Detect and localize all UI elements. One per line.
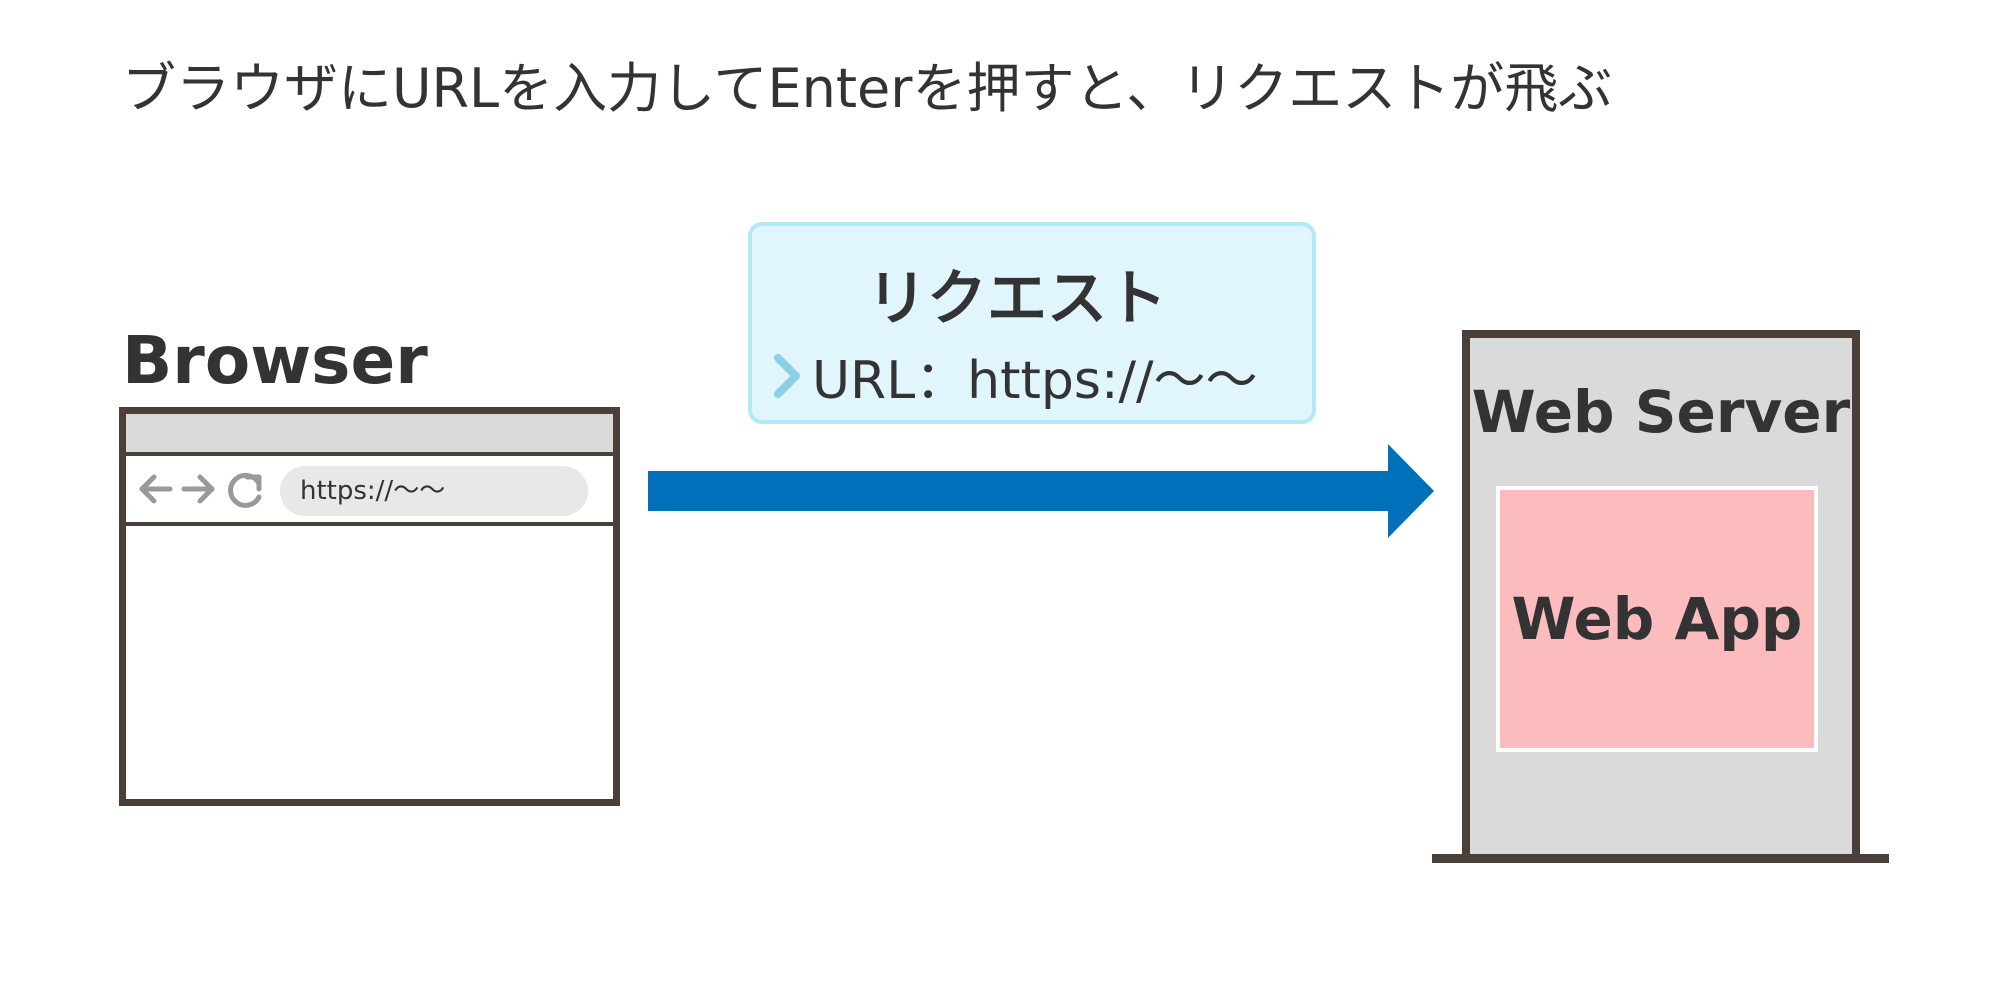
request-box: リクエスト URL：https://〜〜 <box>748 222 1316 424</box>
request-arrow <box>648 444 1434 538</box>
browser-window: https://〜〜 <box>119 407 620 806</box>
browser-nav-icons <box>139 472 262 508</box>
forward-arrow-icon <box>181 474 215 504</box>
address-bar[interactable]: https://〜〜 <box>280 466 588 516</box>
reload-icon <box>228 472 262 508</box>
web-app-box: Web App <box>1496 486 1818 752</box>
request-title: リクエスト <box>867 264 1167 334</box>
server-label: Web Server <box>1471 378 1851 446</box>
back-arrow-icon <box>139 474 173 504</box>
web-app-label: Web App <box>1511 585 1803 653</box>
web-server: Web Server Web App <box>1462 330 1860 862</box>
request-url-line: URL：https://〜〜 <box>770 338 1258 413</box>
server-base <box>1432 854 1889 863</box>
request-url-text: URL：https://〜〜 <box>812 351 1258 411</box>
browser-toolbar: https://〜〜 <box>126 456 613 526</box>
browser-label: Browser <box>122 322 428 399</box>
browser-titlebar <box>126 414 613 456</box>
chevron-right-icon <box>774 353 800 398</box>
page-title: ブラウザにURLを入力してEnterを押すと、リクエストが飛ぶ <box>122 57 1613 120</box>
